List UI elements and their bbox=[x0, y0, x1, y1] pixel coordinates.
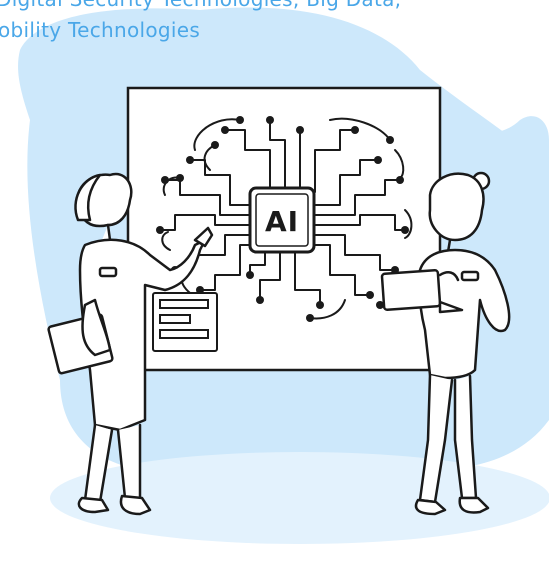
person-right bbox=[380, 171, 511, 516]
ai-chip bbox=[248, 186, 316, 254]
ai-chip-label: AI bbox=[264, 204, 300, 238]
person-left bbox=[47, 172, 214, 516]
text-block-icon bbox=[152, 292, 218, 352]
caption-line-1: Digital Security Technologies, Big Data, bbox=[0, 0, 401, 11]
caption-line-2: obility Technologies bbox=[0, 18, 201, 42]
circuit-nodes bbox=[156, 116, 409, 322]
